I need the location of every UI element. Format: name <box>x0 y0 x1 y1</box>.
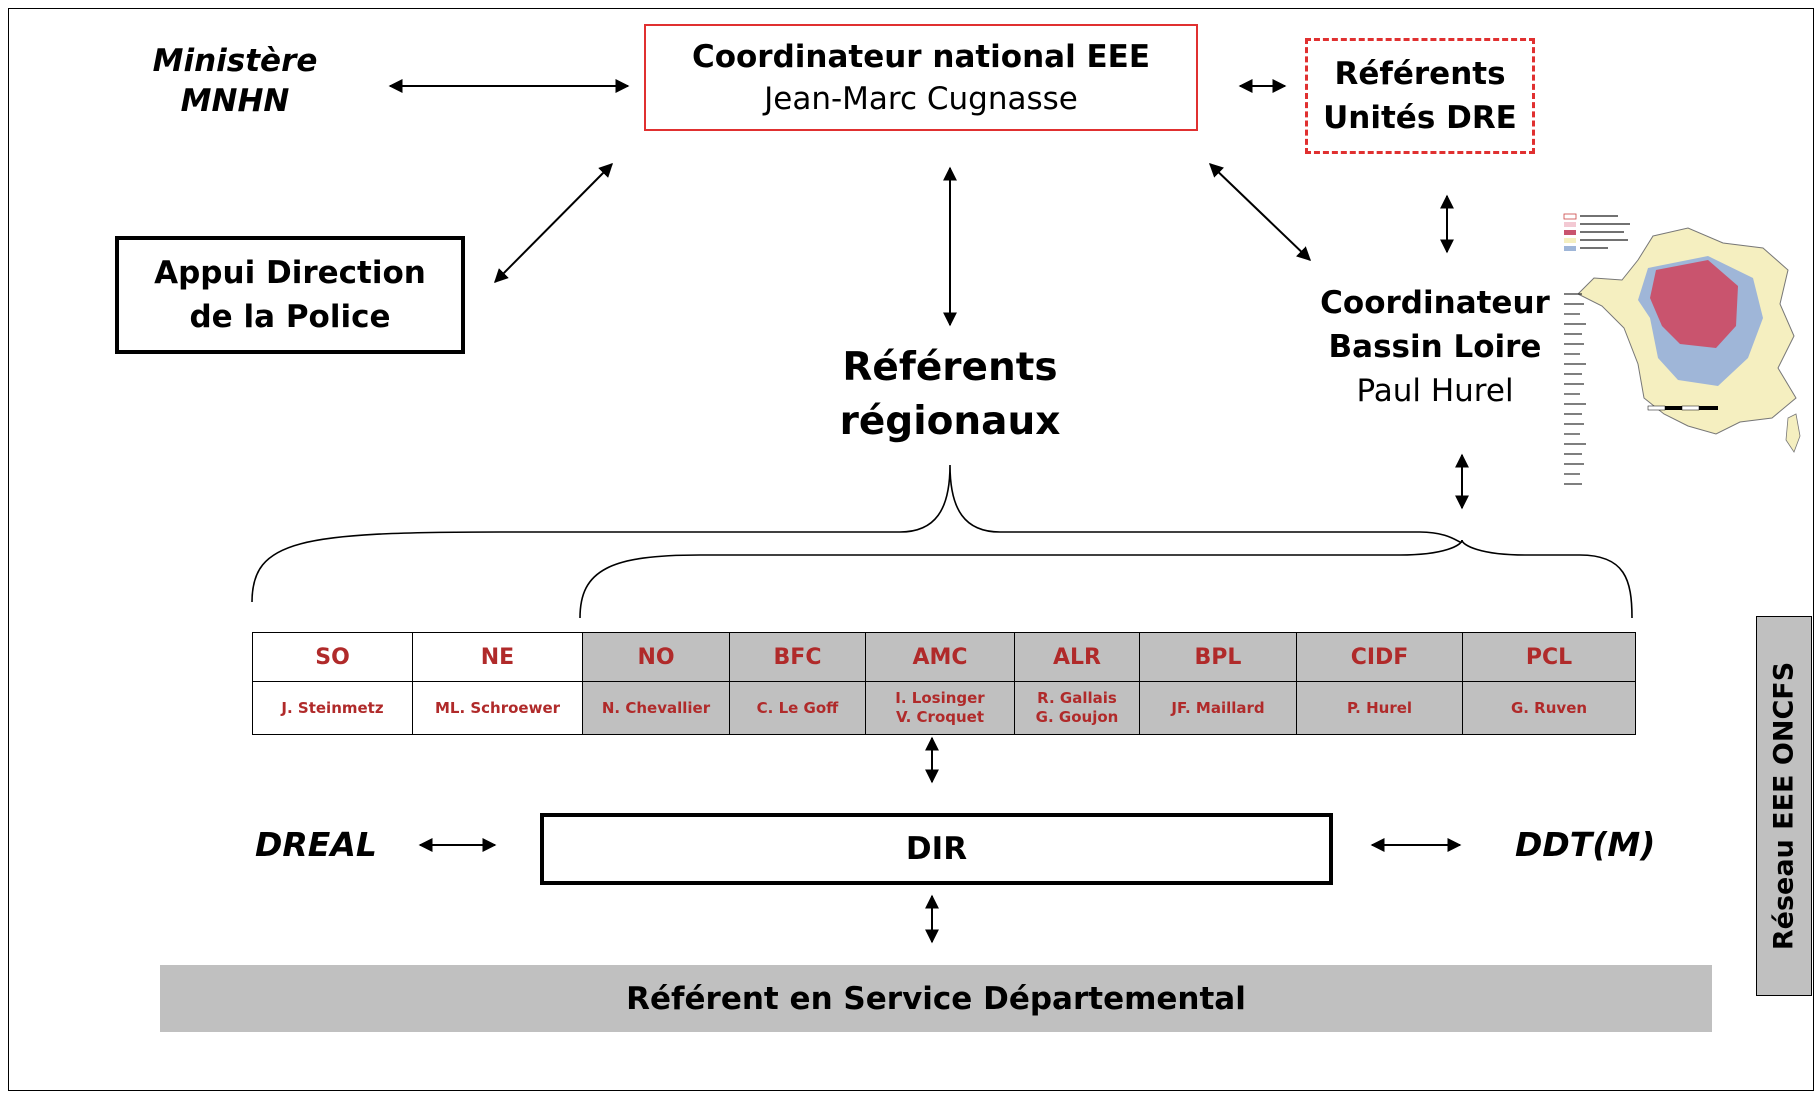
referent-name: G. Ruven <box>1510 698 1588 717</box>
region-code-amc: AMC <box>865 632 1015 682</box>
referent-name: C. Le Goff <box>756 698 839 717</box>
ministere-mnhn-label: Ministère MNHN <box>130 36 340 126</box>
referents-regionaux-line2: régionaux <box>839 399 1061 444</box>
referent-service-bar: Référent en Service Départemental <box>160 965 1712 1032</box>
referent-name: J. Steinmetz <box>281 698 384 717</box>
referent-service-label: Référent en Service Départemental <box>626 980 1246 1017</box>
ministere-line: Ministère <box>152 43 318 79</box>
region-code-cidf: CIDF <box>1296 632 1463 682</box>
map-scale-bar <box>1647 405 1718 411</box>
reseau-side-label: Réseau EEE ONCFS <box>1768 661 1800 951</box>
arrow-coordinateur-appui <box>494 163 613 283</box>
region-name-row: J. Steinmetz ML. Schroewer N. Chevallier C.… <box>252 681 1636 735</box>
referents-unites-dre-box: Référents Unités DRE <box>1305 38 1535 154</box>
reseau-side-box: Réseau EEE ONCFS <box>1756 616 1812 996</box>
dreal-label: DREAL <box>255 825 377 864</box>
region-code-bfc: BFC <box>729 632 866 682</box>
mnhn-line: MNHN <box>180 83 290 119</box>
map-red-area <box>1650 260 1738 348</box>
referent-name: V. Croquet <box>895 708 985 726</box>
dir-box: DIR <box>540 813 1333 885</box>
coordinateur-national-name: Jean-Marc Cugnasse <box>764 80 1078 117</box>
region-code-no: NO <box>582 632 730 682</box>
region-code-alr: ALR <box>1014 632 1140 682</box>
bassin-name: Paul Hurel <box>1356 373 1514 409</box>
bassin-line2: Bassin Loire <box>1328 329 1542 365</box>
coordinateur-national-box: Coordinateur national EEE Jean-Marc Cugn… <box>644 24 1198 131</box>
referents-unites-line2: Unités DRE <box>1323 100 1517 136</box>
referent-name: G. Goujon <box>1035 708 1119 726</box>
region-code-bpl: BPL <box>1139 632 1297 682</box>
region-referent-pcl: G. Ruven <box>1462 681 1636 735</box>
diagram-frame <box>8 8 1814 1091</box>
map-corsica <box>1785 413 1801 453</box>
arrow-coordinateur-bassin <box>1208 163 1312 261</box>
region-referent-no: N. Chevallier <box>582 681 730 735</box>
region-referent-ne: ML. Schroewer <box>412 681 583 735</box>
ddtm-label: DDT(M) <box>1515 825 1656 864</box>
referent-name: N. Chevallier <box>601 698 711 717</box>
bassin-line1: Coordinateur <box>1320 285 1550 321</box>
france-map-image <box>1558 208 1812 498</box>
region-code-so: SO <box>252 632 413 682</box>
coordinateur-national-title: Coordinateur national EEE <box>691 38 1151 75</box>
appui-line2: de la Police <box>189 299 391 335</box>
region-referent-bpl: JF. Maillard <box>1139 681 1297 735</box>
coordinateur-bassin-label: Coordinateur Bassin Loire Paul Hurel <box>1300 278 1570 416</box>
brace-small <box>579 539 1633 619</box>
referent-name: JF. Maillard <box>1171 698 1265 717</box>
dir-label: DIR <box>905 831 968 867</box>
referent-name: ML. Schroewer <box>434 698 561 717</box>
referents-regionaux-label: Référents régionaux <box>800 340 1100 450</box>
appui-line1: Appui Direction <box>154 255 426 291</box>
map-legend-list <box>1564 293 1586 485</box>
region-code-pcl: PCL <box>1462 632 1636 682</box>
region-referent-bfc: C. Le Goff <box>729 681 866 735</box>
referent-name: R. Gallais <box>1037 689 1117 707</box>
map-legend-swatches <box>1563 213 1630 251</box>
referent-name: P. Hurel <box>1346 698 1413 717</box>
region-referent-so: J. Steinmetz <box>252 681 413 735</box>
brace-large <box>251 464 1463 603</box>
region-code-ne: NE <box>412 632 583 682</box>
referent-name: I. Losinger <box>895 689 985 707</box>
region-referent-cidf: P. Hurel <box>1296 681 1463 735</box>
appui-direction-box: Appui Direction de la Police <box>115 236 465 354</box>
referents-unites-line1: Référents <box>1334 56 1506 92</box>
referents-regionaux-line1: Référents <box>842 345 1058 390</box>
